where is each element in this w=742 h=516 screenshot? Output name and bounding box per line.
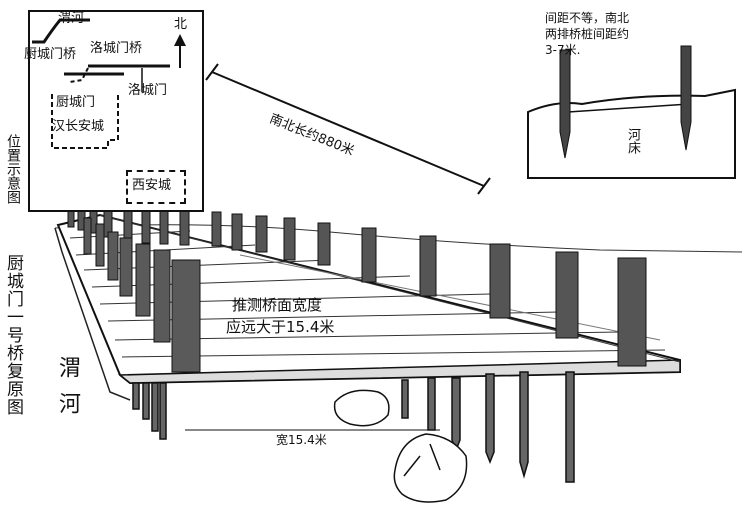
xian-city-label: 西安城 <box>132 178 172 193</box>
note-line-1: 间距不等，南北 <box>545 11 630 25</box>
riverbed-rocks <box>333 389 468 503</box>
north-label: 北 <box>174 17 188 32</box>
position-caption: 位置示意图 <box>5 134 21 204</box>
deck-note-line-2: 应远大于15.4米 <box>226 318 335 336</box>
near-pillar-row <box>83 217 201 373</box>
note-line-3: 3-7米. <box>545 43 581 57</box>
chucheng-gate-label: 厨城门 <box>56 95 96 110</box>
riverbed-cross-section <box>527 45 736 179</box>
riverbed-label: 河床 <box>625 128 640 154</box>
luocheng-gate-label: 洛城门 <box>128 83 168 98</box>
note-line-2: 两排桥桩间距约 <box>545 27 630 41</box>
underwater-piles <box>132 371 575 483</box>
width-label: 宽15.4米 <box>276 433 327 447</box>
length-dimension-line <box>205 63 491 195</box>
inset-wei-river-label: 渭河 <box>58 11 85 26</box>
chucheng-gate-bridge-label: 厨城门桥 <box>24 47 77 62</box>
xian-city-box: 西安城 <box>126 170 186 204</box>
han-changan-city-label: 汉长安城 <box>52 119 105 134</box>
luocheng-gate-bridge-label: 洛城门桥 <box>90 41 143 56</box>
deck-note-line-1: 推测桥面宽度 <box>232 296 323 314</box>
river-label: 渭河 <box>55 356 80 428</box>
bridge-title: 厨城门一号桥复原图 <box>3 254 23 416</box>
inset-map-lines <box>32 18 186 149</box>
